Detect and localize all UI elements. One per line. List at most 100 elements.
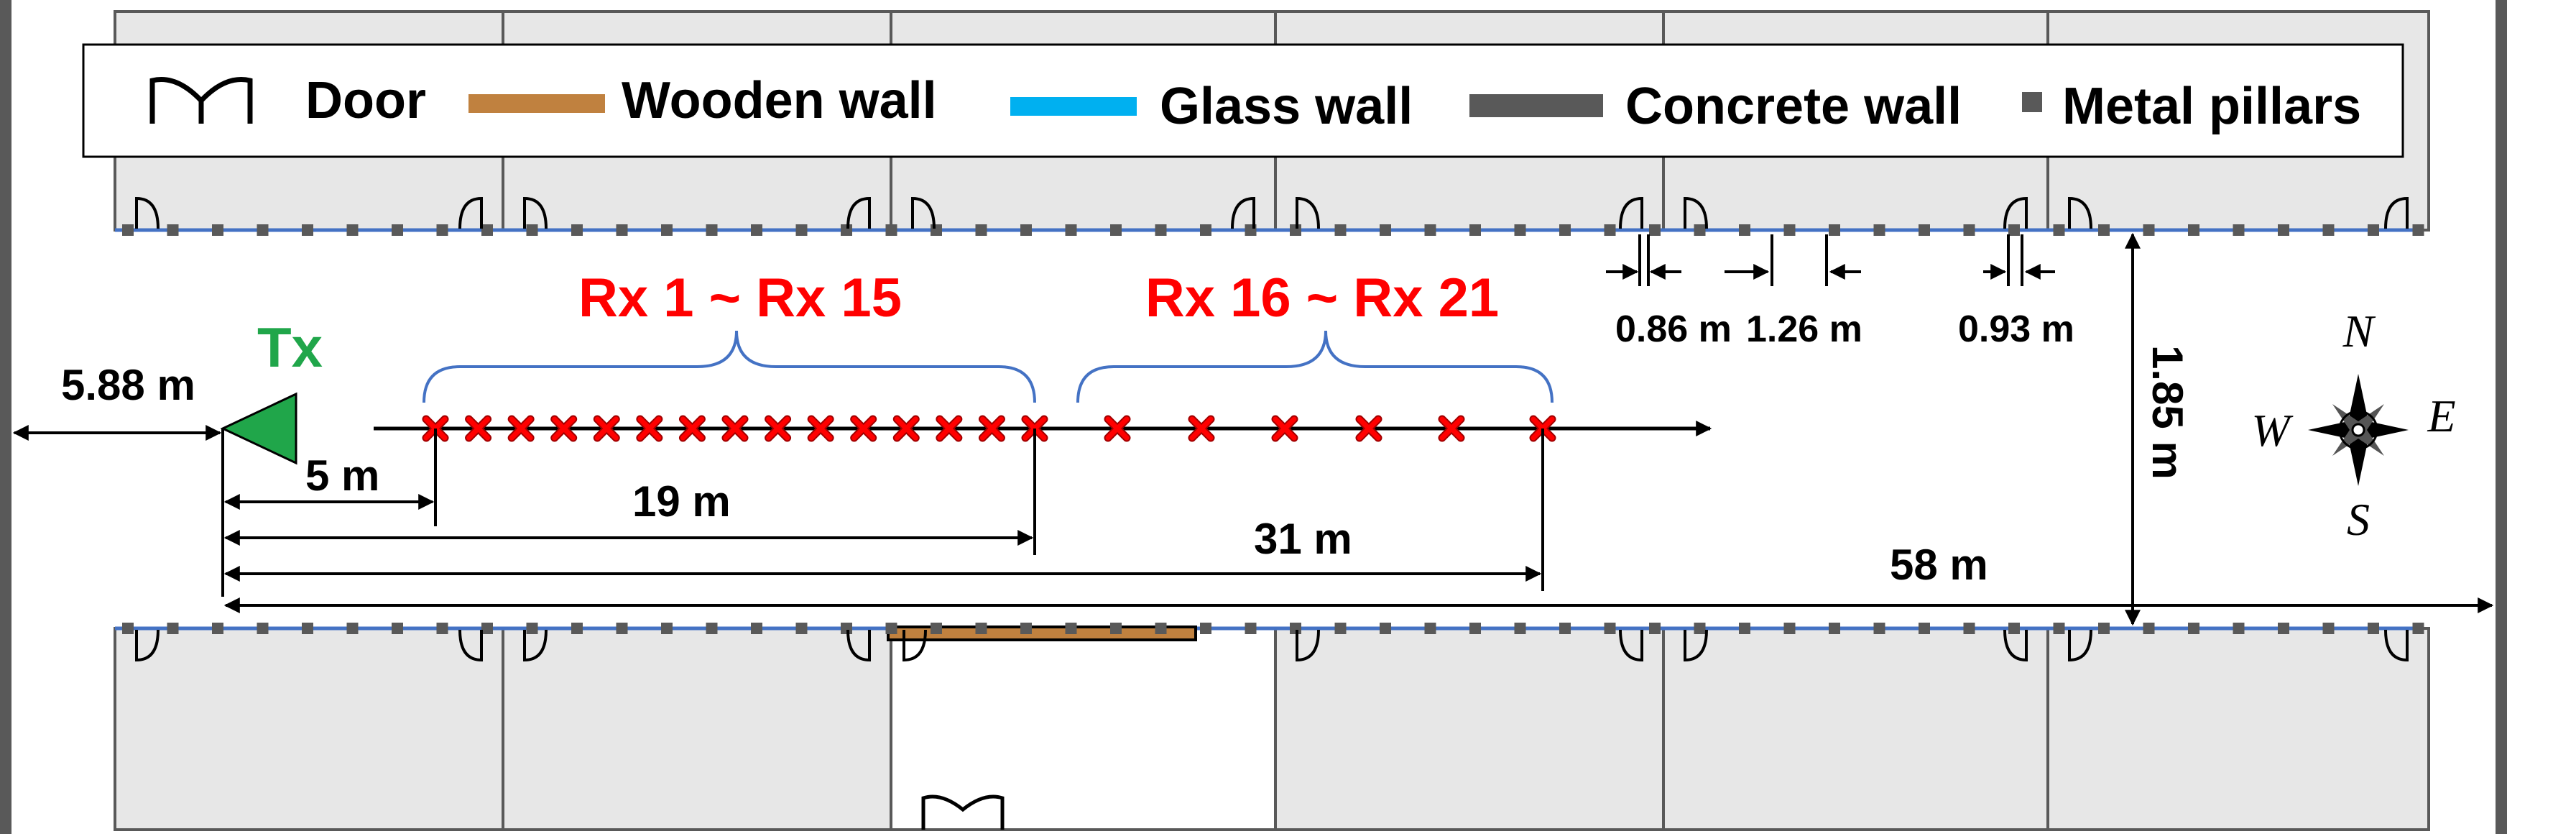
door-icon bbox=[2068, 196, 2092, 229]
brace-group-1 bbox=[423, 330, 1036, 403]
metal-pillar bbox=[2278, 224, 2289, 236]
brace-group-2 bbox=[1076, 330, 1554, 403]
metal-pillar bbox=[167, 224, 179, 236]
doors bbox=[135, 196, 2409, 662]
metal-pillar bbox=[571, 623, 583, 634]
door-icon bbox=[1296, 196, 1320, 229]
metal-pillar bbox=[2412, 224, 2424, 236]
door-icon bbox=[1684, 629, 1708, 662]
south-room bbox=[502, 627, 892, 831]
metal-pillar bbox=[1694, 224, 1706, 236]
metal-pillar bbox=[212, 623, 223, 634]
metal-pillar bbox=[2008, 224, 2020, 236]
door-icon bbox=[135, 629, 160, 662]
door-icon bbox=[135, 196, 160, 229]
door-icon bbox=[902, 629, 927, 662]
legend-glass-label: Glass wall bbox=[1160, 78, 1413, 135]
metal-pillar bbox=[1873, 224, 1885, 236]
south-metal-pillars bbox=[122, 623, 2424, 634]
door-icon bbox=[1684, 196, 1708, 229]
metal-pillar bbox=[346, 224, 359, 236]
metal-pillar bbox=[1739, 623, 1750, 634]
metal-pillar bbox=[1739, 224, 1750, 236]
metal-pillar bbox=[2098, 224, 2110, 236]
metal-pillar bbox=[795, 623, 808, 634]
rx-cross-fill bbox=[680, 416, 704, 441]
door-icon bbox=[458, 629, 483, 662]
rx-cross-fill bbox=[1105, 416, 1130, 441]
door-icon bbox=[1296, 629, 1320, 662]
rx-marker-19 bbox=[1355, 415, 1382, 442]
door-icon bbox=[458, 196, 483, 229]
legend-door-label: Door bbox=[305, 72, 426, 129]
dim-wall-to-tx-label: 5.88 m bbox=[61, 361, 195, 409]
dim-31m-label: 31 m bbox=[1254, 515, 1352, 563]
metal-pillar bbox=[167, 623, 179, 634]
metal-pillar bbox=[212, 224, 223, 236]
rx-cross-fill bbox=[894, 416, 918, 441]
rx-marker-7 bbox=[678, 415, 706, 442]
metal-pillar bbox=[436, 623, 448, 634]
door-icon bbox=[1231, 196, 1255, 229]
compass-south: S bbox=[2347, 494, 2370, 545]
legend-wooden-label: Wooden wall bbox=[622, 72, 937, 129]
metal-pillar bbox=[1200, 623, 1211, 634]
metal-pillar bbox=[975, 623, 987, 634]
metal-pillar bbox=[1873, 623, 1885, 634]
legend-pillar-label: Metal pillars bbox=[2062, 78, 2361, 135]
dim-093-label: 0.93 m bbox=[1958, 308, 2074, 350]
metal-pillar bbox=[1559, 224, 1571, 236]
door-icon bbox=[523, 196, 548, 229]
metal-pillar bbox=[2233, 224, 2245, 236]
metal-pillar bbox=[302, 224, 313, 236]
rx-marker-5 bbox=[593, 415, 620, 442]
metal-pillar bbox=[795, 224, 808, 236]
rx-cross-fill bbox=[509, 416, 533, 441]
compass-west: W bbox=[2251, 405, 2294, 456]
metal-pillar bbox=[1829, 623, 1840, 634]
metal-pillar bbox=[616, 623, 628, 634]
metal-pillar bbox=[2098, 623, 2110, 634]
metal-pillar bbox=[2188, 224, 2199, 236]
rx-marker-6 bbox=[636, 415, 663, 442]
metal-pillar bbox=[2322, 224, 2335, 236]
metal-pillar bbox=[571, 224, 583, 236]
dim-corridor-width-label: 1.85 m bbox=[2143, 345, 2192, 480]
rx-cross-fill bbox=[1273, 416, 1297, 441]
compass-east: E bbox=[2427, 390, 2455, 441]
metal-pillar bbox=[885, 224, 897, 236]
metal-pillar bbox=[931, 224, 942, 236]
rx-marker-20 bbox=[1438, 415, 1465, 442]
legend-glass-swatch bbox=[1010, 97, 1137, 116]
metal-pillar bbox=[122, 623, 134, 634]
rx-group-1-label: Rx 1 ~ Rx 15 bbox=[578, 267, 902, 329]
metal-pillar bbox=[1604, 224, 1616, 236]
rx-marker-10 bbox=[807, 415, 834, 442]
door-icon bbox=[1619, 196, 1643, 229]
metal-pillar bbox=[346, 623, 359, 634]
metal-pillar bbox=[302, 623, 313, 634]
rx-cross-fill bbox=[851, 416, 876, 441]
metal-pillar bbox=[1514, 623, 1526, 634]
south-room bbox=[114, 627, 504, 831]
metal-pillar bbox=[392, 224, 403, 236]
door-icon bbox=[911, 196, 936, 229]
rx-cross-fill bbox=[723, 416, 747, 441]
rx-cross-fill bbox=[552, 416, 576, 441]
door-icon bbox=[523, 629, 548, 662]
dim-58m-label: 58 m bbox=[1890, 541, 1988, 589]
rx-cross-fill bbox=[637, 416, 662, 441]
metal-pillar bbox=[706, 623, 718, 634]
dim-5m-label: 5 m bbox=[305, 452, 379, 500]
metal-pillar bbox=[1963, 224, 1975, 236]
metal-pillar bbox=[661, 224, 673, 236]
metal-pillar bbox=[1919, 224, 1930, 236]
metal-pillar bbox=[2143, 623, 2155, 634]
rx-cross-fill bbox=[594, 416, 619, 441]
rx-marker-18 bbox=[1271, 415, 1298, 442]
metal-pillar bbox=[1245, 623, 1257, 634]
metal-pillar bbox=[1334, 623, 1347, 634]
metal-pillar bbox=[2233, 623, 2245, 634]
metal-pillar bbox=[526, 623, 538, 634]
